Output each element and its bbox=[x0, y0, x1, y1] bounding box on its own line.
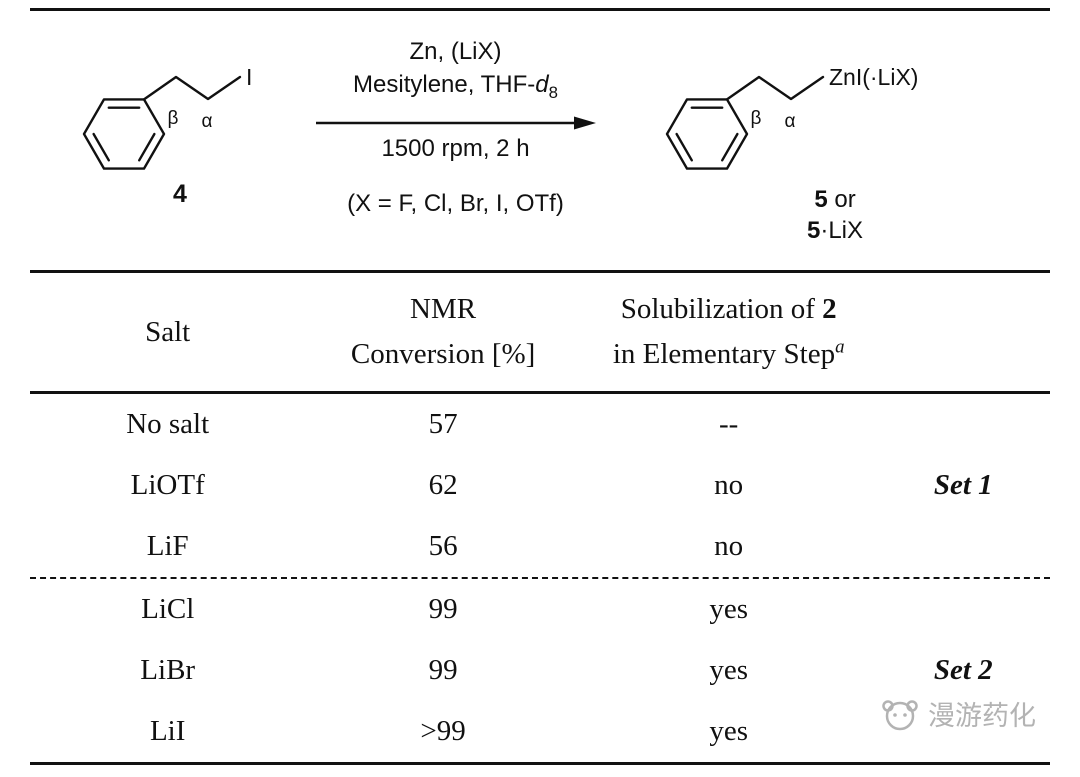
header-solubilization-text: Solubilization of bbox=[620, 293, 823, 326]
double-bond bbox=[720, 132, 739, 162]
benzene-ring bbox=[82, 98, 166, 170]
x-definition: (X = F, Cl, Br, I, OTf) bbox=[347, 189, 564, 217]
reagent-line-2-text: Mesitylene, THF- bbox=[353, 71, 536, 98]
alpha-label: α bbox=[785, 111, 796, 132]
table-row: LiI >99 yes bbox=[30, 701, 1050, 762]
product-structure: β α ZnI(·LiX) bbox=[665, 64, 918, 170]
header-solubilization: Solubilization of 2 in Elementary Stepa bbox=[581, 287, 877, 377]
reaction-scheme: β α I 4 Zn, (LiX) Mesitylene, THF-d8 150… bbox=[0, 12, 1080, 267]
product-label-line1: 5 or bbox=[745, 184, 925, 215]
header-salt: Salt bbox=[145, 315, 191, 348]
cell-conversion: 56 bbox=[428, 530, 458, 562]
cell-solubilization: yes bbox=[709, 654, 749, 686]
cell-salt: No salt bbox=[126, 408, 210, 440]
cell-conversion: 99 bbox=[428, 654, 458, 686]
double-bond bbox=[675, 132, 693, 162]
iodine-label: I bbox=[246, 64, 252, 90]
watermark: 漫游药化 bbox=[878, 694, 1036, 733]
reagent-line-1: Zn, (LiX) bbox=[409, 38, 502, 65]
compound-number-5: 5 bbox=[814, 186, 828, 213]
cell-conversion: 57 bbox=[428, 408, 458, 440]
table-row: LiBr 99 yes Set 2 bbox=[30, 640, 1050, 701]
cell-salt: LiCl bbox=[141, 593, 195, 625]
cell-solubilization: yes bbox=[709, 715, 749, 747]
alpha-label: α bbox=[202, 111, 213, 132]
product-label-lix: ·LiX bbox=[820, 217, 864, 244]
header-nmr-conversion: NMR Conversion [%] bbox=[305, 287, 580, 377]
cell-set-label: Set 2 bbox=[933, 654, 993, 686]
cell-solubilization: -- bbox=[719, 408, 739, 440]
product-compound-label: 5 or 5·LiX bbox=[745, 184, 925, 246]
cell-conversion: 99 bbox=[428, 593, 458, 625]
reagent-line-2-italic-d: d bbox=[535, 71, 549, 98]
footnote-marker-a: a bbox=[835, 336, 845, 358]
watermark-text: 漫游药化 bbox=[928, 701, 1036, 731]
cell-solubilization: yes bbox=[709, 593, 749, 625]
cell-set-label: Set 1 bbox=[933, 469, 993, 501]
header-solubilization-line1: Solubilization of 2 bbox=[581, 287, 877, 332]
table-header: Salt NMR Conversion [%] Solubilization o… bbox=[30, 273, 1050, 394]
alkyl-chain bbox=[725, 75, 825, 101]
product-label-or: or bbox=[827, 186, 856, 213]
reaction-conditions: Zn, (LiX) Mesitylene, THF-d8 1500 rpm, 2… bbox=[308, 38, 603, 218]
benzene-ring bbox=[665, 98, 749, 170]
cell-conversion: >99 bbox=[420, 715, 466, 747]
results-table: Salt NMR Conversion [%] Solubilization o… bbox=[30, 270, 1050, 765]
zinc-group-label: ZnI(·LiX) bbox=[829, 64, 918, 90]
cell-solubilization: no bbox=[714, 530, 744, 562]
header-nmr-line1: NMR bbox=[410, 293, 477, 326]
table-row: LiOTf 62 no Set 1 bbox=[30, 455, 1050, 516]
header-elementary-step-text: in Elementary Step bbox=[612, 338, 836, 370]
compound-number-4: 4 bbox=[173, 180, 187, 208]
table-row: No salt 57 -- bbox=[30, 394, 1050, 455]
cell-salt: LiBr bbox=[140, 654, 196, 686]
compound-number-5: 5 bbox=[806, 217, 821, 244]
header-compound-2-bold: 2 bbox=[822, 293, 837, 326]
beta-label: β bbox=[168, 108, 179, 129]
header-solubilization-line2: in Elementary Stepa bbox=[581, 332, 877, 377]
reagent-line-2: Mesitylene, THF-d8 bbox=[308, 71, 603, 103]
condition-line: 1500 rpm, 2 h bbox=[381, 134, 530, 162]
alkyl-chain bbox=[142, 75, 242, 101]
cell-salt: LiF bbox=[146, 530, 189, 562]
reaction-arrow-icon bbox=[315, 116, 596, 130]
product-label-line2: 5·LiX bbox=[745, 215, 925, 246]
table-row: LiF 56 no bbox=[30, 516, 1050, 577]
double-bond bbox=[92, 132, 110, 162]
table-row-after-dashed-divider: LiCl 99 yes bbox=[30, 577, 1050, 640]
double-bond bbox=[137, 132, 156, 162]
watermark-mascot-icon bbox=[882, 699, 918, 730]
top-rule bbox=[30, 8, 1050, 11]
reagent-line-2-subscript: 8 bbox=[548, 82, 558, 102]
beta-label: β bbox=[751, 108, 762, 129]
cell-salt: LiI bbox=[149, 715, 186, 747]
cell-salt: LiOTf bbox=[130, 469, 205, 501]
cell-solubilization: no bbox=[714, 469, 744, 501]
header-nmr-line2: Conversion [%] bbox=[350, 338, 536, 370]
reactant-structure: β α I 4 bbox=[82, 64, 252, 208]
cell-conversion: 62 bbox=[428, 469, 458, 501]
